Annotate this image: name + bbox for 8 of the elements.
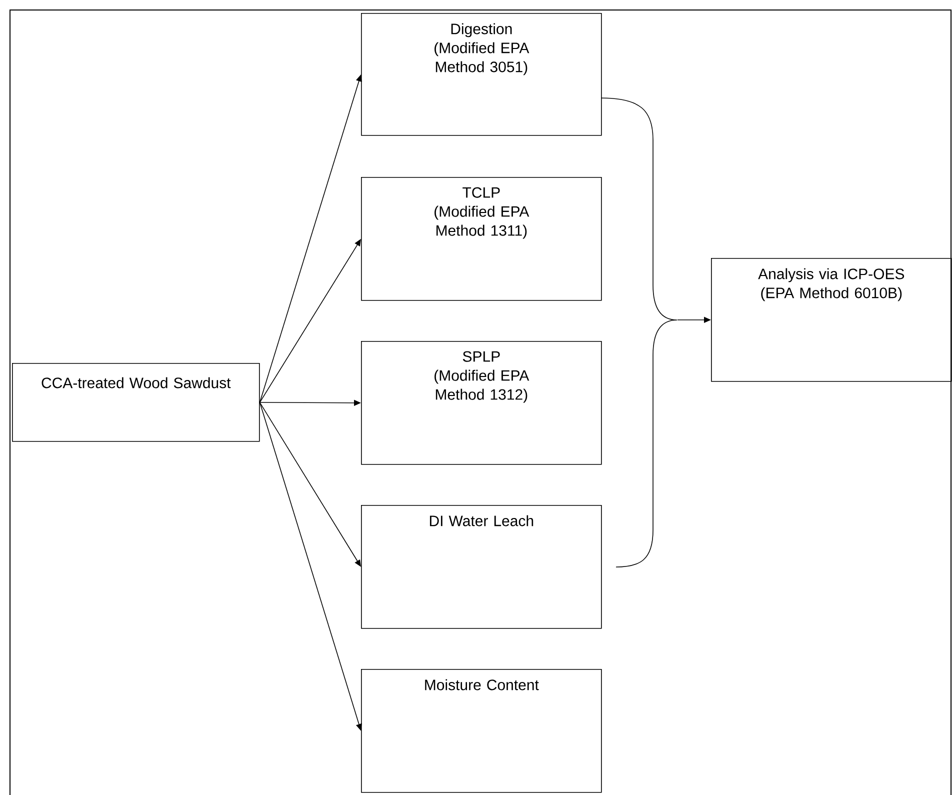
process-box: TCLP (Modified EPA Method 1311) — [361, 177, 602, 301]
process-box: CCA-treated Wood Sawdust — [12, 363, 260, 442]
process-box: DI Water Leach — [361, 505, 602, 629]
brace — [600, 98, 678, 568]
process-box: Digestion (Modified EPA Method 3051) — [361, 13, 602, 136]
process-box: SPLP (Modified EPA Method 1312) — [361, 341, 602, 465]
process-box: Analysis via ICP-OES (EPA Method 6010B) — [711, 258, 952, 382]
process-box: Moisture Content — [361, 669, 602, 793]
